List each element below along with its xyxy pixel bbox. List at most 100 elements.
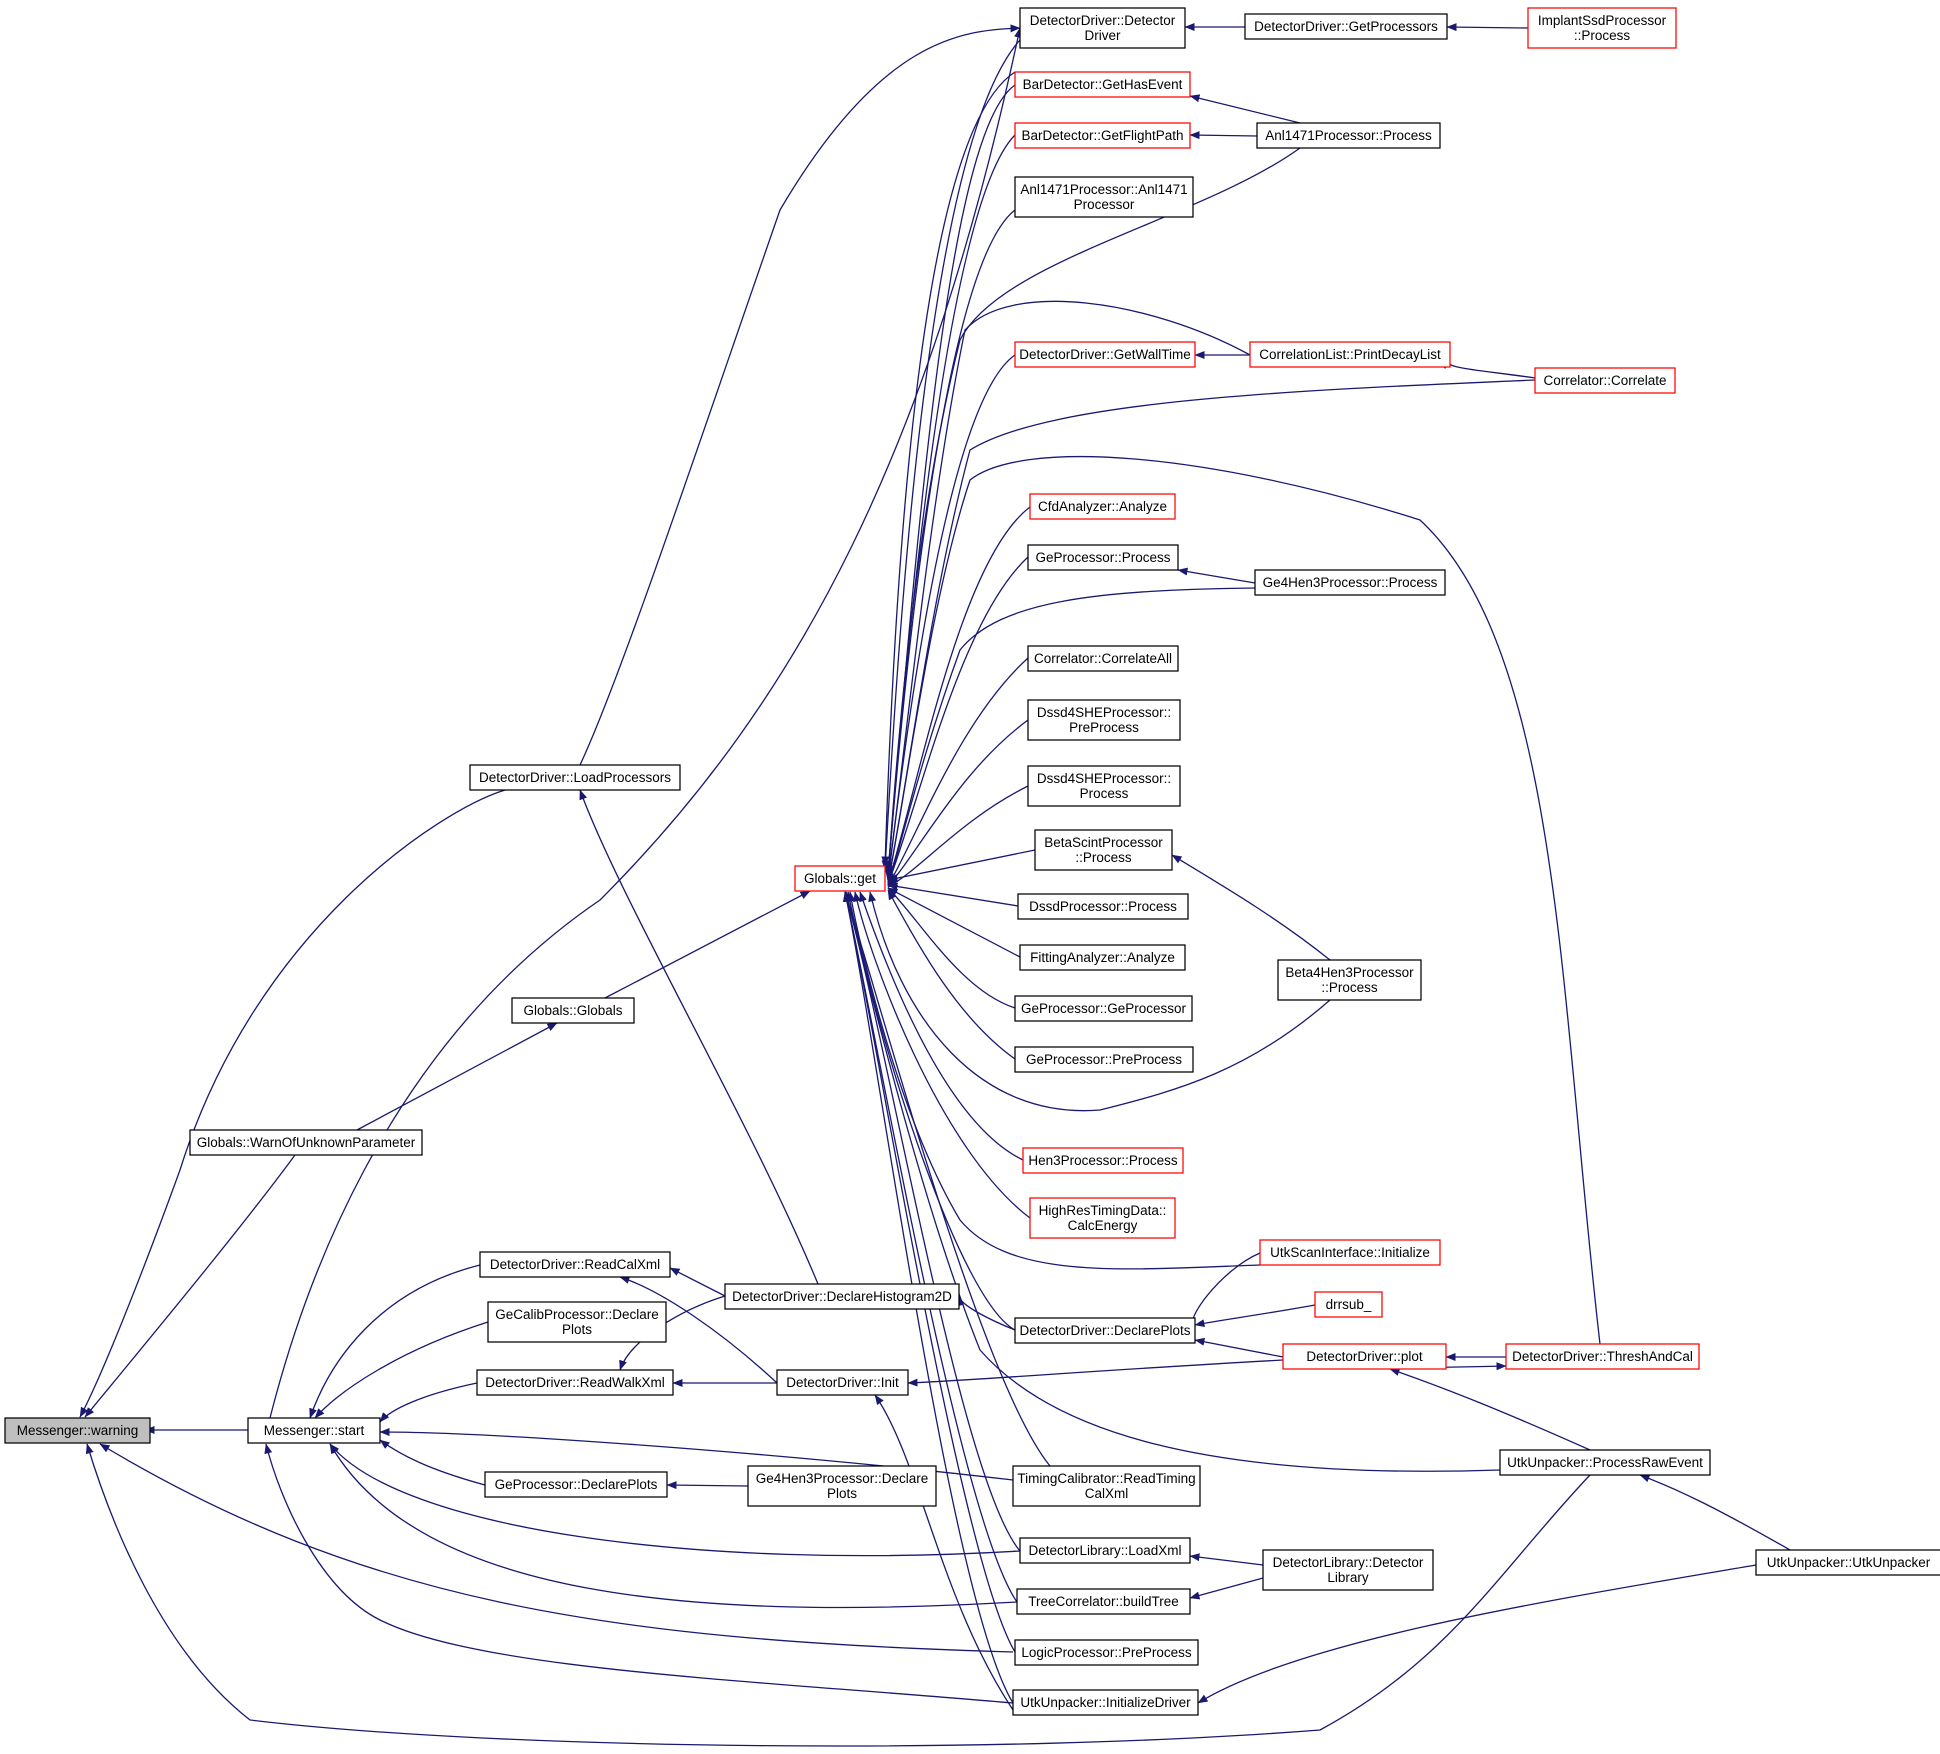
node-box[interactable] <box>1012 1689 1199 1716</box>
node-gedecl[interactable]: GeProcessor::DeclarePlots <box>484 1471 668 1498</box>
node-thresh[interactable]: DetectorDriver::ThreshAndCal <box>1505 1343 1700 1370</box>
node-box[interactable] <box>1019 1537 1191 1564</box>
node-box[interactable] <box>247 1417 381 1444</box>
node-box[interactable] <box>1014 341 1196 368</box>
node-box[interactable] <box>1029 493 1176 520</box>
node-logicpre[interactable]: LogicProcessor::PreProcess <box>1014 1639 1199 1666</box>
node-geproc[interactable]: GeProcessor::Process <box>1027 544 1179 571</box>
node-utkunpacker[interactable]: UtkUnpacker::UtkUnpacker <box>1755 1549 1940 1576</box>
node-box[interactable] <box>1034 829 1173 871</box>
node-walltime[interactable]: DetectorDriver::GetWallTime <box>1014 341 1196 368</box>
node-warnunk[interactable]: Globals::WarnOfUnknownParameter <box>189 1129 423 1156</box>
node-detlib[interactable]: DetectorLibrary::DetectorLibrary <box>1262 1549 1434 1591</box>
node-box[interactable] <box>1027 544 1179 571</box>
node-dssd4pre[interactable]: Dssd4SHEProcessor::PreProcess <box>1027 699 1181 741</box>
node-box[interactable] <box>469 764 681 791</box>
node-highres[interactable]: HighResTimingData::CalcEnergy <box>1029 1197 1176 1239</box>
node-drrsub[interactable]: drrsub_ <box>1314 1291 1383 1318</box>
node-dssd4proc[interactable]: Dssd4SHEProcessor::Process <box>1027 765 1181 807</box>
node-anlctor[interactable]: Anl1471Processor::Anl1471Processor <box>1014 176 1194 218</box>
node-ge4hen3proc[interactable]: Ge4Hen3Processor::Process <box>1254 569 1446 596</box>
node-box[interactable] <box>484 1471 668 1498</box>
node-beta4hen3[interactable]: Beta4Hen3Processor::Process <box>1277 959 1422 1001</box>
node-box[interactable] <box>1017 893 1189 920</box>
node-box[interactable] <box>1282 1343 1447 1370</box>
node-box[interactable] <box>1027 699 1181 741</box>
node-box[interactable] <box>1262 1549 1434 1591</box>
node-box[interactable] <box>1505 1343 1700 1370</box>
node-procraw[interactable]: UtkUnpacker::ProcessRawEvent <box>1499 1449 1711 1476</box>
node-implant[interactable]: ImplantSsdProcessor::Process <box>1527 7 1677 49</box>
node-printdecay[interactable]: CorrelationList::PrintDecayList <box>1249 341 1451 368</box>
node-box[interactable] <box>1527 7 1677 49</box>
node-ddinit[interactable]: DetectorDriver::Init <box>776 1369 909 1396</box>
node-buildtree[interactable]: TreeCorrelator::buildTree <box>1016 1588 1191 1615</box>
node-box[interactable] <box>1019 944 1186 971</box>
node-plot[interactable]: DetectorDriver::plot <box>1282 1343 1447 1370</box>
node-box[interactable] <box>1254 569 1446 596</box>
node-geccal[interactable]: GeCalibProcessor::DeclarePlots <box>487 1301 667 1343</box>
node-box[interactable] <box>1016 1588 1191 1615</box>
node-box[interactable] <box>1022 1147 1184 1174</box>
node-ddctor[interactable]: DetectorDriver::DetectorDriver <box>1019 7 1186 49</box>
node-box[interactable] <box>487 1301 667 1343</box>
node-box[interactable] <box>1027 645 1179 672</box>
node-gector[interactable]: GeProcessor::GeProcessor <box>1014 995 1193 1022</box>
node-box[interactable] <box>511 997 635 1024</box>
node-gget[interactable]: Globals::get <box>794 865 886 892</box>
node-box[interactable] <box>1314 1291 1383 1318</box>
node-box[interactable] <box>1012 1465 1201 1507</box>
node-betascint[interactable]: BetaScintProcessor::Process <box>1034 829 1173 871</box>
node-loadxml[interactable]: DetectorLibrary::LoadXml <box>1019 1537 1191 1564</box>
node-box[interactable] <box>1244 13 1448 40</box>
node-box[interactable] <box>1534 367 1676 394</box>
node-box[interactable] <box>1027 765 1181 807</box>
node-box[interactable] <box>1259 1239 1441 1266</box>
node-box[interactable] <box>1014 995 1193 1022</box>
node-correlate[interactable]: Correlator::Correlate <box>1534 367 1676 394</box>
node-fitting[interactable]: FittingAnalyzer::Analyze <box>1019 944 1186 971</box>
node-box[interactable] <box>747 1465 937 1507</box>
node-start[interactable]: Messenger::start <box>247 1417 381 1444</box>
node-declhist[interactable]: DetectorDriver::DeclareHistogram2D <box>724 1283 960 1310</box>
node-flight[interactable]: BarDetector::GetFlightPath <box>1014 122 1191 149</box>
node-hen3[interactable]: Hen3Processor::Process <box>1022 1147 1184 1174</box>
node-box[interactable] <box>776 1369 909 1396</box>
node-box[interactable] <box>1019 7 1186 49</box>
node-box[interactable] <box>189 1129 423 1156</box>
node-box[interactable] <box>476 1369 674 1396</box>
node-initdriver[interactable]: UtkUnpacker::InitializeDriver <box>1012 1689 1199 1716</box>
node-declplots[interactable]: DetectorDriver::DeclarePlots <box>1014 1317 1196 1344</box>
node-box[interactable] <box>1014 122 1191 149</box>
node-box[interactable] <box>4 1417 151 1444</box>
node-anlproc[interactable]: Anl1471Processor::Process <box>1256 122 1441 149</box>
node-box[interactable] <box>1014 1639 1199 1666</box>
node-utkinit[interactable]: UtkScanInterface::Initialize <box>1259 1239 1441 1266</box>
node-getprocs[interactable]: DetectorDriver::GetProcessors <box>1244 13 1448 40</box>
node-box[interactable] <box>724 1283 960 1310</box>
node-loadproc[interactable]: DetectorDriver::LoadProcessors <box>469 764 681 791</box>
node-box[interactable] <box>1249 341 1451 368</box>
node-box[interactable] <box>1499 1449 1711 1476</box>
node-box[interactable] <box>1014 71 1191 98</box>
node-box[interactable] <box>1277 959 1422 1001</box>
node-hasevent[interactable]: BarDetector::GetHasEvent <box>1014 71 1191 98</box>
node-box[interactable] <box>1256 122 1441 149</box>
node-box[interactable] <box>1029 1197 1176 1239</box>
node-box[interactable] <box>1014 176 1194 218</box>
node-box[interactable] <box>1014 1317 1196 1344</box>
node-box[interactable] <box>794 865 886 892</box>
node-ge4hen3decl[interactable]: Ge4Hen3Processor::DeclarePlots <box>747 1465 937 1507</box>
node-dssdproc[interactable]: DssdProcessor::Process <box>1017 893 1189 920</box>
node-box[interactable] <box>1755 1549 1940 1576</box>
node-warning[interactable]: Messenger::warning <box>4 1417 151 1444</box>
node-gepre[interactable]: GeProcessor::PreProcess <box>1014 1046 1194 1073</box>
node-box[interactable] <box>479 1251 671 1278</box>
node-box[interactable] <box>1014 1046 1194 1073</box>
node-corrall[interactable]: Correlator::CorrelateAll <box>1027 645 1179 672</box>
node-cfd[interactable]: CfdAnalyzer::Analyze <box>1029 493 1176 520</box>
node-readwalk[interactable]: DetectorDriver::ReadWalkXml <box>476 1369 674 1396</box>
node-gglobals[interactable]: Globals::Globals <box>511 997 635 1024</box>
node-readcal[interactable]: DetectorDriver::ReadCalXml <box>479 1251 671 1278</box>
